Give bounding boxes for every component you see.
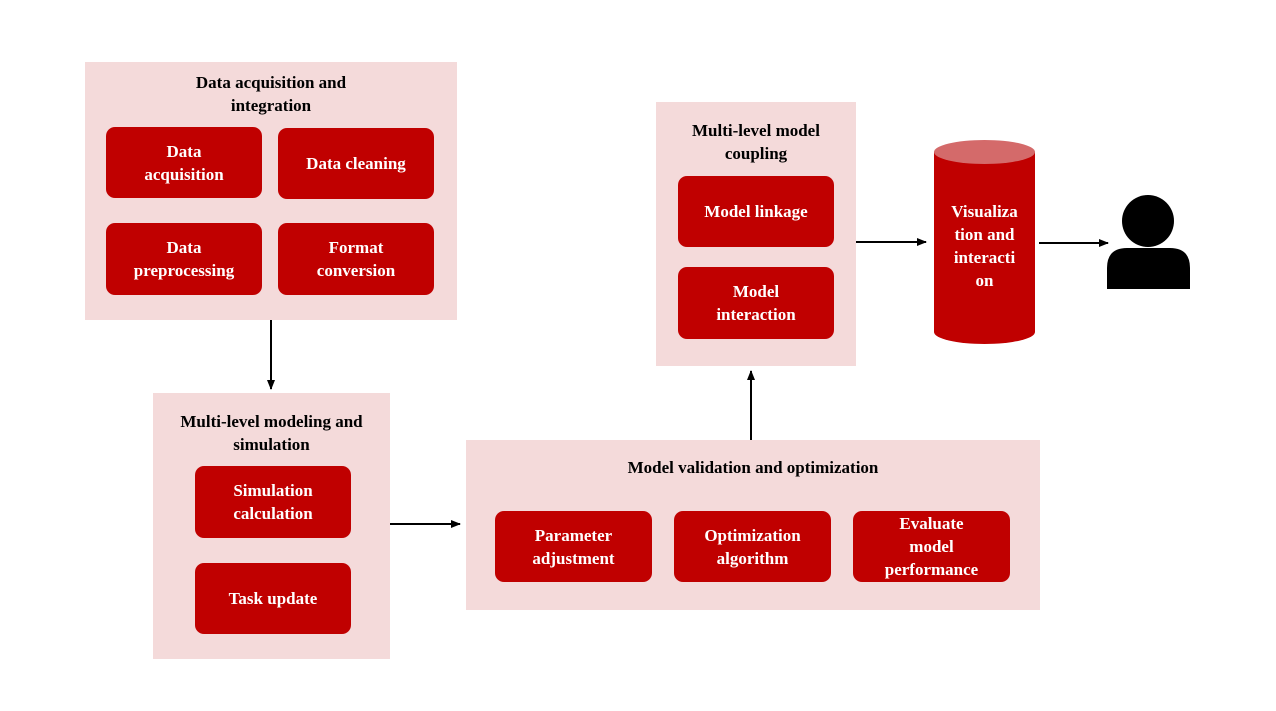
node-label: Optimization algorithm [704,525,801,568]
node-task-update[interactable]: Task update [195,563,351,634]
node-data-acquisition[interactable]: Data acquisition [106,127,262,198]
node-data-preprocessing[interactable]: Data preprocessing [106,223,262,295]
node-label: Data preprocessing [133,238,235,280]
panel-title: Data acquisition and integration [195,73,347,115]
node-label: Data acquisition [144,141,224,184]
cylinder-bottom [934,320,1035,344]
node-label: Model interaction [716,282,796,324]
visualization-cylinder[interactable] [934,140,1035,344]
panel-modeling-simulation: Multi-level modeling and simulation Simu… [153,393,390,659]
cylinder-body [934,152,1035,332]
node-model-linkage[interactable]: Model linkage [678,176,834,247]
visualization-label: Visualiza tion and interacti on [951,202,1018,290]
panel-data-acquisition-integration: Data acquisition and integration Data ac… [85,62,457,320]
node-evaluate-model-performance[interactable]: Evaluate model performance [853,511,1010,582]
panel-model-coupling: Multi-level model coupling Model linkage… [656,102,856,366]
node-label: Simulation calculation [233,481,313,523]
panel-title: Multi-level modeling and simulation [180,412,363,454]
node-label: Parameter adjustment [532,525,615,568]
node-format-conversion[interactable]: Format conversion [278,223,434,295]
node-label: Data cleaning [306,154,406,173]
panel-title: Model validation and optimization [627,458,879,477]
node-label: Evaluate model performance [884,514,979,579]
node-parameter-adjustment[interactable]: Parameter adjustment [495,511,652,582]
node-simulation-calculation[interactable]: Simulation calculation [195,466,351,538]
node-optimization-algorithm[interactable]: Optimization algorithm [674,511,831,582]
panel-validation-optimization: Model validation and optimization Parame… [466,440,1040,610]
node-label: Model linkage [704,202,808,221]
node-data-cleaning[interactable]: Data cleaning [278,128,434,199]
node-label: Task update [228,589,318,608]
node-label: Format conversion [316,238,396,280]
node-model-interaction[interactable]: Model interaction [678,267,834,339]
panel-title: Multi-level model coupling [692,121,820,163]
cylinder-top [934,140,1035,164]
user-icon [1107,195,1190,289]
